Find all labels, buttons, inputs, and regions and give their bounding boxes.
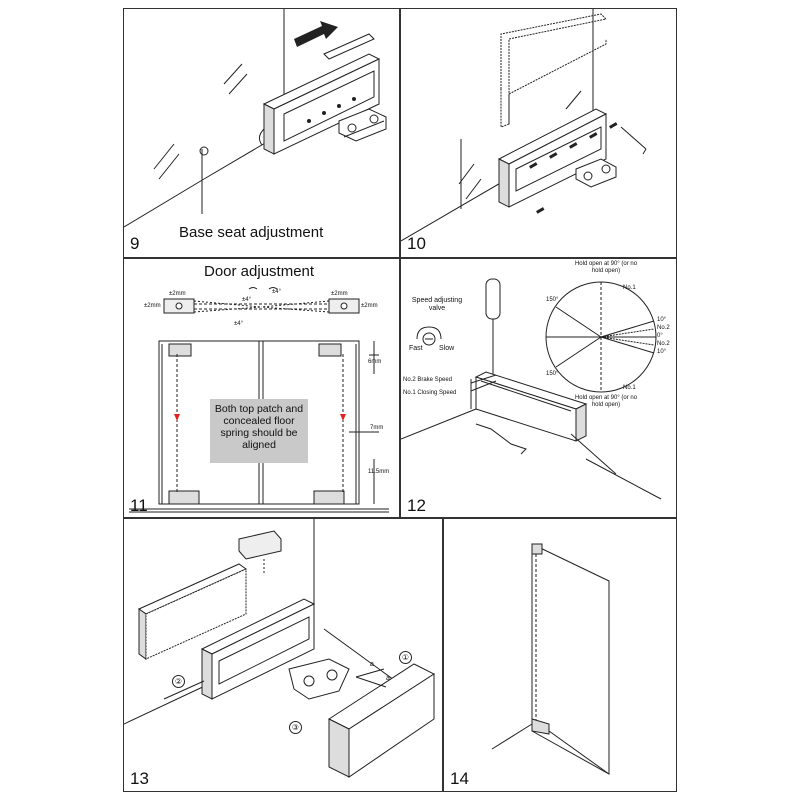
- speed-adjustment-illustration: [401, 278, 662, 500]
- dim-deg-bottom: ±4°: [234, 321, 244, 327]
- panel-step-12: Speed adjusting valve Fast Slow No.2 Bra…: [400, 258, 677, 518]
- panel-step-13: ① ② ③ a a 13: [123, 518, 443, 792]
- brake-speed-label: No.2 Brake Speed: [403, 377, 453, 383]
- step-number: 10: [407, 234, 426, 253]
- angle-150-bottom: 150°: [546, 371, 559, 377]
- hold-open-bottom-label: Hold open at 90° (or no hold open): [574, 395, 638, 408]
- alignment-notice: Both top patch and concealed floor sprin…: [210, 399, 308, 463]
- dim-7mm: 7mm: [370, 425, 384, 431]
- panel-step-11: Door adjustment: [123, 258, 400, 518]
- ten-deg-bottom: 10°: [657, 349, 667, 355]
- no2-bottom: No.2: [657, 341, 670, 347]
- dim-6mm: 6mm: [368, 359, 382, 365]
- dim-pm2-left-side: ±2mm: [144, 303, 161, 309]
- callout-1: ①: [399, 651, 412, 664]
- step-caption: Door adjustment: [204, 263, 315, 280]
- panel-step-9: 9 Base seat adjustment: [123, 8, 400, 258]
- callout-3: ③: [289, 721, 302, 734]
- dim-pm2-left-top: ±2mm: [169, 291, 186, 297]
- door-adjustment-illustration: [129, 287, 389, 513]
- step-number: 9: [130, 234, 140, 253]
- no1-bottom: No.1: [623, 385, 636, 391]
- zero-deg: 0°: [657, 333, 663, 339]
- completed-door-illustration: [491, 543, 610, 775]
- dim-11-5mm: 11.5mm: [368, 469, 390, 475]
- fast-label: Fast: [409, 345, 423, 352]
- slow-label: Slow: [439, 345, 455, 352]
- callout-2: ②: [172, 675, 185, 688]
- cover-installation-illustration: [124, 519, 436, 778]
- dim-pm2-right-side: ±2mm: [361, 303, 378, 309]
- dim-pm2-right-top: ±2mm: [331, 291, 348, 297]
- step-caption: Base seat adjustment: [179, 224, 324, 241]
- panel-step-14: 14: [443, 518, 677, 792]
- step-number: 14: [450, 769, 469, 788]
- no2-top: No.2: [657, 325, 670, 331]
- step-number: 11: [130, 496, 148, 515]
- ten-deg-top: 10°: [657, 317, 667, 323]
- angle-a-label: a: [370, 661, 374, 668]
- angle-a2-label: a: [386, 675, 390, 682]
- dim-deg-top-right: ±4°: [272, 289, 282, 295]
- dim-deg-top-left: ±4°: [242, 297, 252, 303]
- no1-top: No.1: [623, 285, 636, 291]
- panel-step-10: 10: [400, 8, 677, 258]
- step-number: 12: [407, 496, 426, 515]
- step-number: 13: [130, 769, 149, 788]
- hold-open-top-label: Hold open at 90° (or no hold open): [574, 261, 638, 274]
- speed-valve-label: Speed adjusting valve: [411, 297, 463, 312]
- base-seat-adjustment-illustration: [124, 9, 387, 228]
- closing-speed-label: No.1 Closing Speed: [403, 390, 457, 396]
- glass-clamp-installation-illustration: [401, 9, 647, 242]
- angle-150-top: 150°: [546, 297, 559, 303]
